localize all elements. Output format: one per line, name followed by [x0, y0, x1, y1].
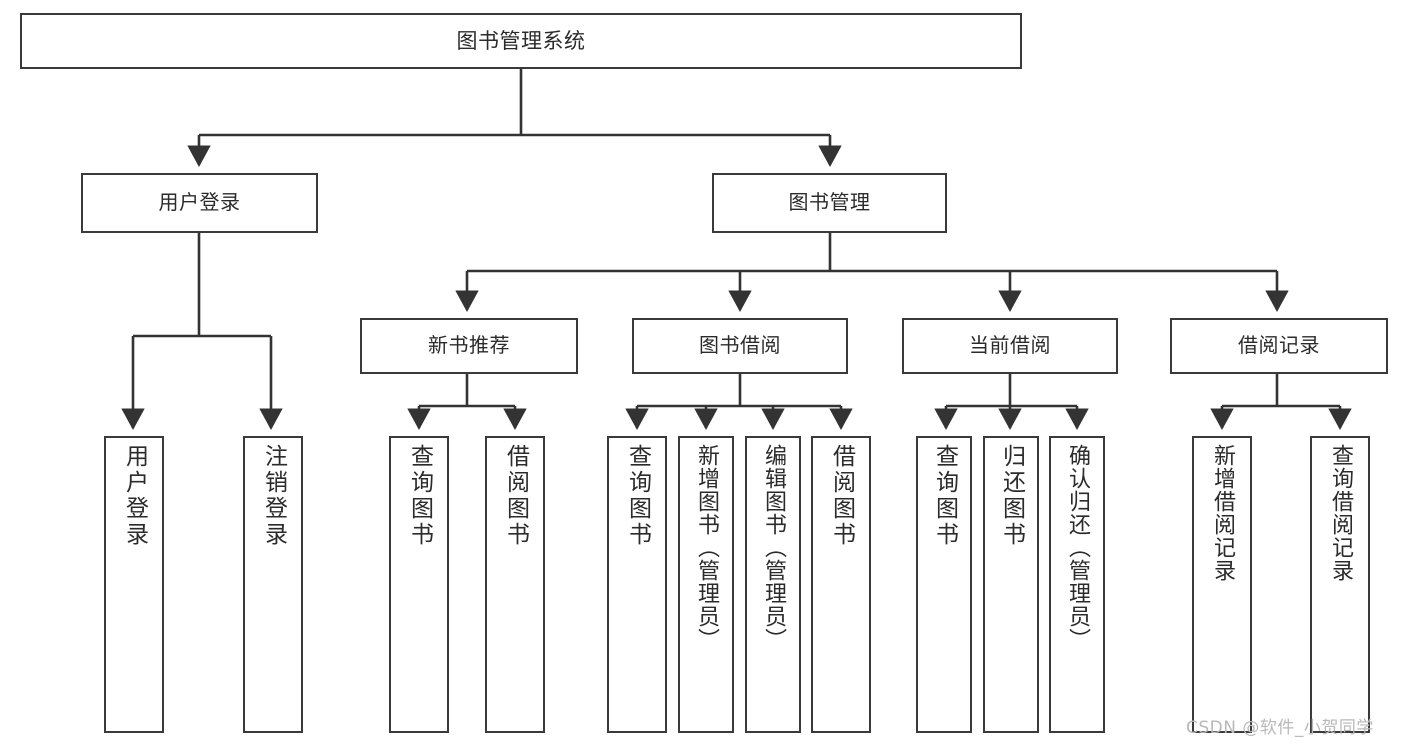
node-leaf-query-book-current-label: 查询图书 [931, 444, 958, 548]
node-book-admin-label: 图书管理 [788, 190, 871, 215]
node-current-borrow-label: 当前借阅 [969, 333, 1051, 358]
node-book-borrow[interactable]: 图书借阅 [632, 318, 848, 374]
node-new-book-recommend-label: 新书推荐 [428, 333, 510, 358]
node-current-borrow[interactable]: 当前借阅 [902, 318, 1118, 374]
node-new-book-recommend[interactable]: 新书推荐 [360, 318, 578, 374]
node-leaf-logout-login[interactable]: 注销登录 [243, 436, 303, 733]
node-borrow-record-label: 借阅记录 [1238, 333, 1320, 358]
node-leaf-query-book-borrow[interactable]: 查询图书 [607, 436, 667, 733]
node-leaf-logout-login-label: 注销登录 [260, 444, 287, 548]
node-root-system[interactable]: 图书管理系统 [20, 13, 1022, 69]
node-leaf-add-book[interactable]: 新增图书（管理员） [678, 436, 734, 733]
node-leaf-borrow-book-new-label: 借阅图书 [502, 444, 529, 548]
node-leaf-query-book-borrow-label: 查询图书 [624, 444, 651, 548]
node-book-borrow-label: 图书借阅 [699, 333, 781, 358]
node-root-system-label: 图书管理系统 [456, 28, 586, 53]
node-leaf-add-record-label: 新增借阅记录 [1210, 444, 1235, 582]
node-book-admin[interactable]: 图书管理 [712, 173, 947, 233]
node-leaf-return-book[interactable]: 归还图书 [983, 436, 1039, 733]
node-leaf-query-record-label: 查询借阅记录 [1328, 444, 1353, 582]
node-leaf-user-login[interactable]: 用户登录 [104, 436, 164, 733]
node-leaf-edit-book-label: 编辑图书（管理员） [761, 444, 786, 651]
node-user-login[interactable]: 用户登录 [81, 173, 318, 233]
node-leaf-borrow-book-new[interactable]: 借阅图书 [485, 436, 545, 733]
node-leaf-borrow-book[interactable]: 借阅图书 [811, 436, 871, 733]
csdn-watermark: CSDN @软件_小贺同学 [1186, 718, 1374, 738]
node-leaf-add-book-label: 新增图书（管理员） [694, 444, 719, 651]
node-leaf-add-record[interactable]: 新增借阅记录 [1192, 436, 1252, 733]
node-leaf-confirm-return[interactable]: 确认归还（管理员） [1049, 436, 1105, 733]
node-leaf-confirm-return-label: 确认归还（管理员） [1065, 444, 1090, 651]
node-borrow-record[interactable]: 借阅记录 [1170, 318, 1388, 374]
node-leaf-query-book-new-label: 查询图书 [406, 444, 433, 548]
node-leaf-query-record[interactable]: 查询借阅记录 [1310, 436, 1370, 733]
node-leaf-borrow-book-label: 借阅图书 [828, 444, 855, 548]
node-leaf-user-login-label: 用户登录 [121, 444, 148, 548]
node-user-login-label: 用户登录 [158, 190, 241, 215]
node-leaf-query-book-new[interactable]: 查询图书 [389, 436, 449, 733]
node-leaf-edit-book[interactable]: 编辑图书（管理员） [745, 436, 801, 733]
node-leaf-query-book-current[interactable]: 查询图书 [916, 436, 972, 733]
node-leaf-return-book-label: 归还图书 [998, 444, 1025, 548]
